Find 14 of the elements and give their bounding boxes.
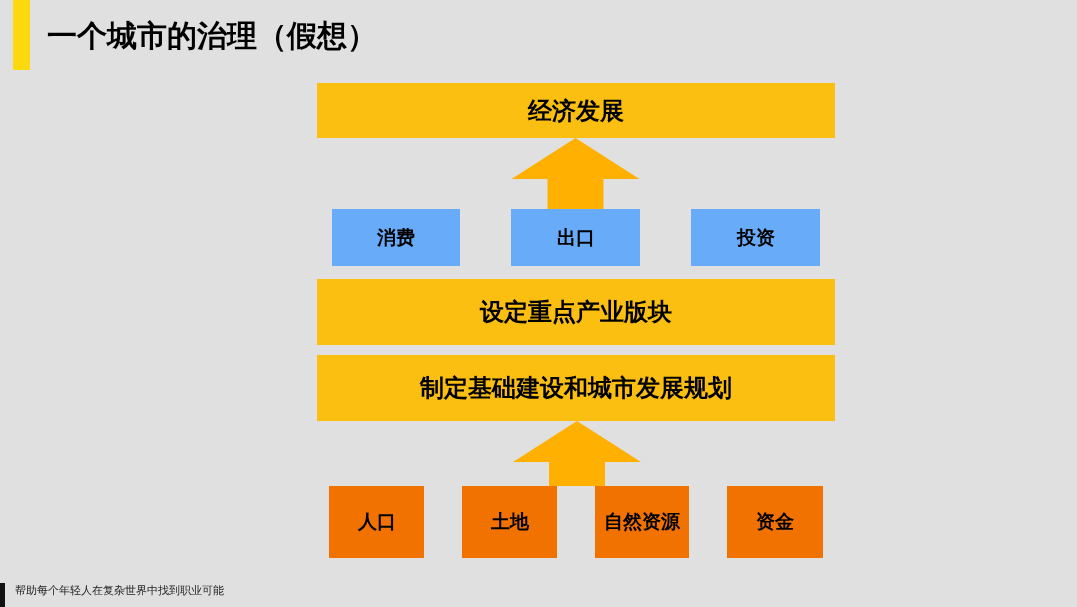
footer-text: 帮助每个年轻人在复杂世界中找到职业可能 (15, 583, 224, 599)
box: 土地 (462, 486, 557, 558)
box: 资金 (727, 486, 823, 558)
box: 自然资源 (595, 486, 689, 558)
block-arrow (511, 138, 640, 209)
band: 制定基础建设和城市发展规划 (317, 355, 835, 421)
box: 出口 (511, 209, 640, 266)
block-arrow (513, 421, 641, 486)
band: 经济发展 (317, 83, 835, 138)
band: 设定重点产业版块 (317, 279, 835, 345)
box: 人口 (329, 486, 424, 558)
title: 一个城市的治理（假想） (47, 17, 377, 55)
box: 消费 (332, 209, 460, 266)
box: 投资 (691, 209, 820, 266)
